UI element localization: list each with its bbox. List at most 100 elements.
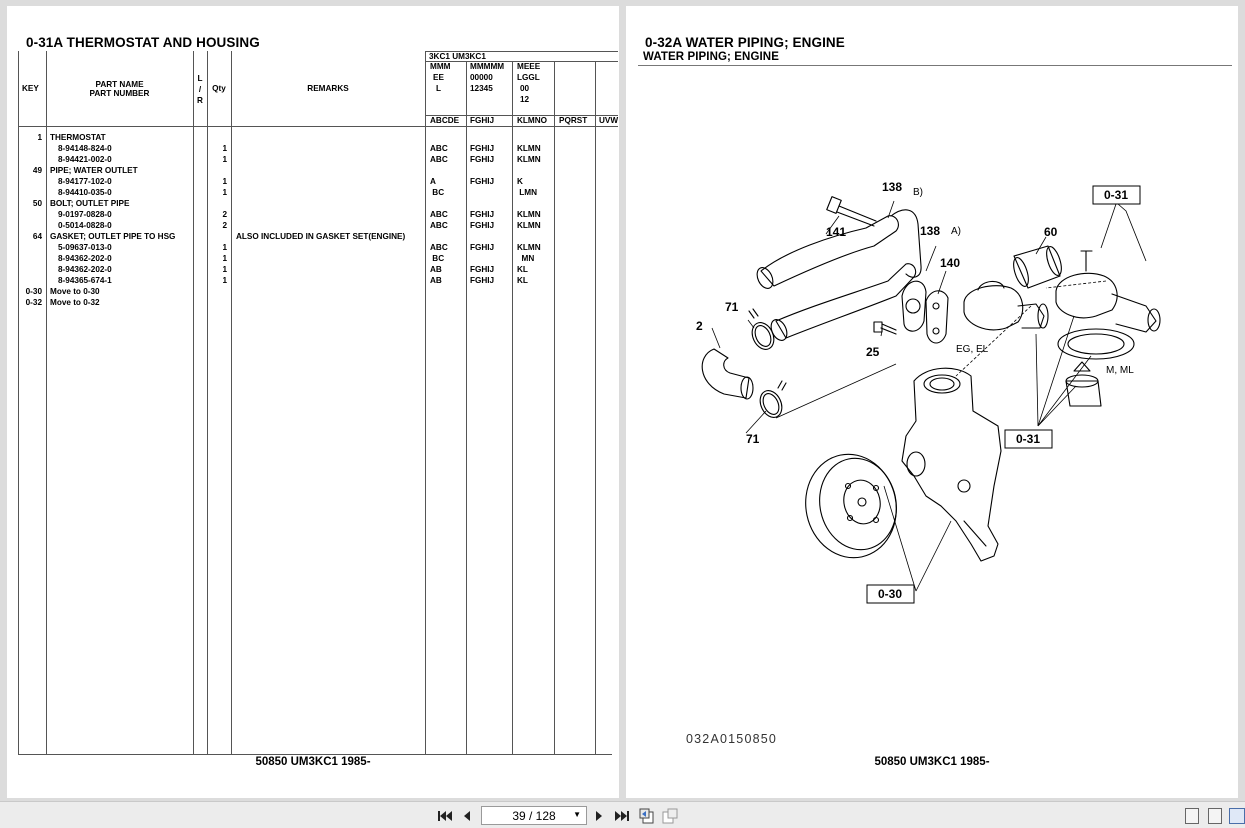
- row-part-name: 8-94177-102-0: [58, 177, 112, 186]
- next-page-button[interactable]: [590, 807, 608, 825]
- table-row[interactable]: 50 BOLT; OUTLET PIPE: [18, 198, 618, 209]
- first-page-button[interactable]: [436, 807, 454, 825]
- last-page-icon: [615, 811, 629, 821]
- header-code-4: PQRST: [559, 116, 588, 125]
- row-model-col2: FGHIJ: [470, 210, 495, 219]
- row-key: 50: [32, 199, 42, 208]
- row-model-col1: A: [430, 177, 436, 186]
- row-model-col3: KLMN: [517, 210, 541, 219]
- note-a: A): [951, 226, 961, 237]
- row-key: 0-30: [25, 287, 42, 296]
- header-model-col3-line3: 00: [520, 84, 530, 93]
- outlet-pipe-lower: [775, 263, 917, 339]
- previous-page-icon: [464, 811, 470, 821]
- row-model-col2: FGHIJ: [470, 243, 495, 252]
- page-indicator: 39 / 128: [512, 808, 556, 823]
- row-part-name: 9-0197-0828-0: [58, 210, 112, 219]
- callout-138-mid: 138: [920, 224, 940, 238]
- table-row[interactable]: 49 PIPE; WATER OUTLET: [18, 165, 618, 176]
- viewer-toolbar: 39 / 128 ▼: [0, 801, 1245, 828]
- thermostat-60: [1013, 245, 1061, 289]
- header-model-col3-line1: MEEE: [517, 62, 541, 71]
- callout-box-0-31-mid[interactable]: 0-31: [1016, 432, 1040, 446]
- go-back-button[interactable]: [638, 807, 656, 825]
- parts-list-page: 0-31A THERMOSTAT AND HOUSING KEY PART NA…: [7, 6, 619, 798]
- row-part-name: 8-94362-202-0: [58, 265, 112, 274]
- row-qty: 1: [222, 243, 227, 252]
- continuous-view-icon[interactable]: [1208, 808, 1222, 824]
- callout-60: 60: [1044, 225, 1058, 239]
- row-model-col1: ABC: [430, 155, 448, 164]
- row-part-name: 8-94362-202-0: [58, 254, 112, 263]
- row-part-name: Move to 0-30: [50, 287, 100, 296]
- header-part-number: PART NUMBER: [89, 89, 150, 98]
- table-row[interactable]: 0-30 Move to 0-30: [18, 286, 618, 297]
- previous-page-button[interactable]: [458, 807, 476, 825]
- gasket-140: [925, 290, 949, 344]
- header-model-col2-line3: 12345: [470, 84, 493, 93]
- callout-box-0-30[interactable]: 0-30: [878, 587, 902, 601]
- header-model-col3-line4: 12: [520, 95, 530, 104]
- row-model-col3: KLMN: [517, 144, 541, 153]
- row-model-col3: KL: [517, 265, 528, 274]
- header-code-2: FGHIJ: [470, 116, 495, 125]
- note-eg-el: EG, EL: [956, 344, 989, 355]
- row-part-name: 8-94148-824-0: [58, 144, 112, 153]
- row-model-col3: LMN: [517, 188, 538, 197]
- header-qty: Qty: [212, 84, 226, 93]
- row-part-name: 8-94365-674-1: [58, 276, 112, 285]
- page-subtitle: WATER PIPING; ENGINE: [643, 51, 779, 63]
- note-m-ml: M, ML: [1106, 365, 1134, 376]
- last-page-button[interactable]: [613, 807, 631, 825]
- row-model-col2: FGHIJ: [470, 276, 495, 285]
- row-qty: 1: [222, 188, 227, 197]
- row-key: 0-32: [25, 298, 42, 307]
- callout-140: 140: [940, 256, 960, 270]
- row-model-col3: KLMN: [517, 221, 541, 230]
- single-page-view-icon[interactable]: [1185, 808, 1199, 824]
- callout-box-0-31-top[interactable]: 0-31: [1104, 188, 1128, 202]
- header-lr-l: L: [197, 74, 203, 83]
- row-part-name: PIPE; WATER OUTLET: [50, 166, 138, 175]
- header-model-col2-line1: MMMMM: [470, 62, 505, 71]
- row-qty: 2: [222, 221, 227, 230]
- row-key: 49: [32, 166, 42, 175]
- thermostat-m-ml: [1065, 380, 1102, 407]
- go-forward-icon: [662, 808, 678, 824]
- page-number-select[interactable]: 39 / 128 ▼: [481, 806, 587, 825]
- row-part-name: 0-5014-0828-0: [58, 221, 112, 230]
- row-key: 1: [37, 133, 42, 142]
- row-part-name: BOLT; OUTLET PIPE: [50, 199, 130, 208]
- facing-view-icon[interactable]: [1229, 808, 1245, 824]
- bolt-25: [880, 323, 897, 335]
- clamp-71-lower: [759, 390, 783, 418]
- row-model-col2: FGHIJ: [470, 221, 495, 230]
- callout-138-top: 138: [882, 180, 902, 194]
- callout-71-lower: 71: [746, 432, 760, 446]
- header-model-col1-line3: L: [436, 84, 442, 93]
- row-model-col3: K: [517, 177, 523, 186]
- row-model-col3: MN: [517, 254, 535, 263]
- row-model-col2: FGHIJ: [470, 155, 495, 164]
- row-model-col2: FGHIJ: [470, 177, 495, 186]
- housing-gasket: [1057, 328, 1135, 360]
- go-forward-button[interactable]: [661, 807, 679, 825]
- page-footer: 50850 UM3KC1 1985-: [255, 756, 371, 768]
- header-part-name: PART NAME: [95, 80, 144, 89]
- go-back-icon: [639, 808, 654, 824]
- diagram-code: 032A0150850: [686, 732, 777, 746]
- row-qty: 1: [222, 254, 227, 263]
